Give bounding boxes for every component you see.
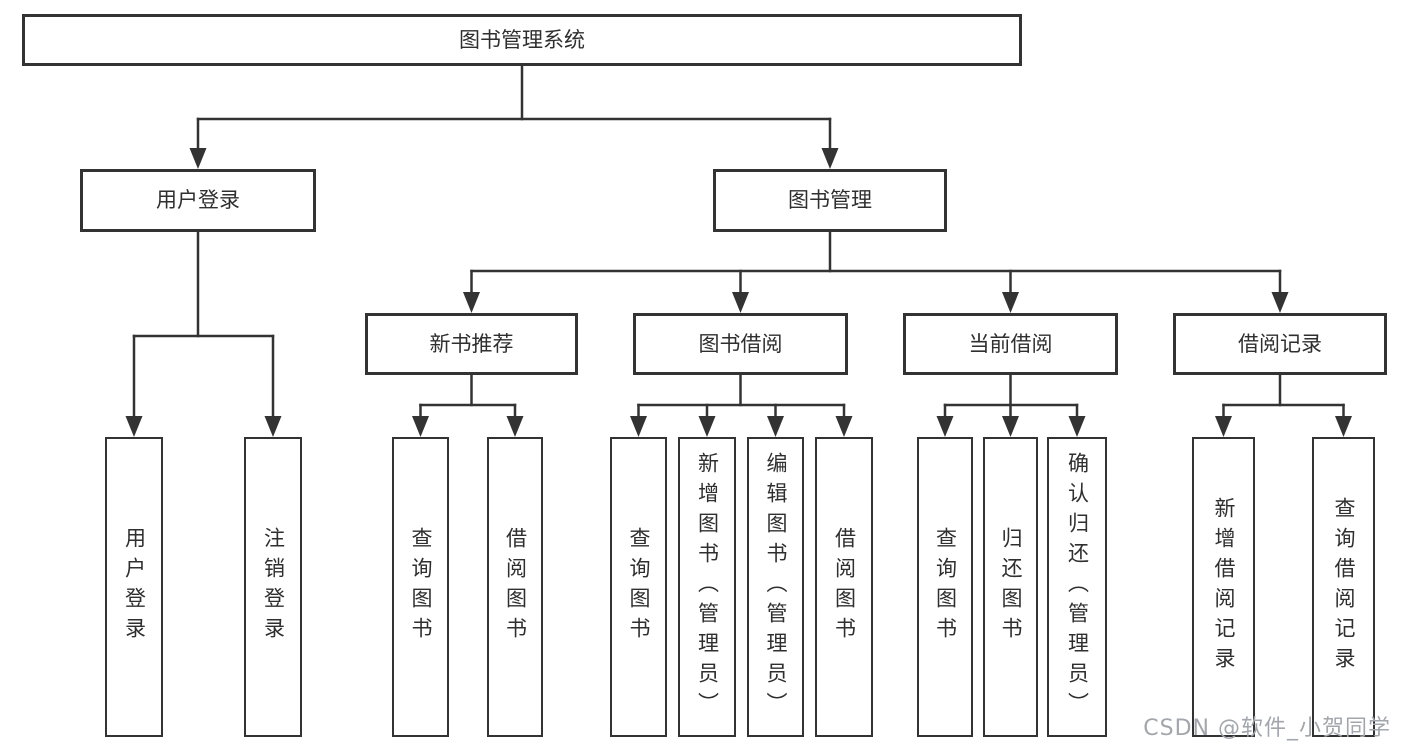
connector-borrow-records-children — [1215, 373, 1352, 437]
node-label: 图书管理 — [788, 188, 872, 212]
node-leaf-query-books-1: 查询图书 — [392, 437, 449, 737]
node-leaf-query-books-3: 查询图书 — [917, 437, 973, 737]
node-book-borrow: 图书借阅 — [633, 313, 848, 375]
node-user-login: 用户登录 — [80, 169, 316, 232]
node-label: 注销登录 — [261, 527, 286, 647]
node-label: 查询图书 — [933, 527, 958, 647]
node-label: 新书推荐 — [429, 331, 514, 356]
node-book-management: 图书管理 — [713, 169, 947, 232]
node-label: 图书管理系统 — [459, 27, 585, 52]
node-new-book-recommend: 新书推荐 — [365, 313, 578, 375]
node-leaf-borrow-books-1: 借阅图书 — [487, 437, 543, 737]
connector-book-management-to-level3 — [463, 230, 1289, 313]
connector-new-book-children — [412, 373, 524, 437]
node-leaf-borrow-books-2: 借阅图书 — [815, 437, 873, 737]
connector-current-borrow-children — [936, 373, 1086, 437]
node-leaf-edit-books-admin: 编辑图书（管理员） — [747, 437, 804, 737]
connector-root-to-level2 — [189, 64, 839, 169]
connector-book-borrow-children — [630, 373, 853, 437]
node-leaf-logout: 注销登录 — [244, 437, 302, 737]
node-label: 用户登录 — [122, 527, 147, 647]
node-leaf-confirm-return-admin: 确认归还（管理员） — [1047, 437, 1107, 737]
node-label: 借阅图书 — [503, 527, 528, 647]
node-leaf-query-books-2: 查询图书 — [610, 437, 667, 737]
node-label: 借阅记录 — [1238, 331, 1322, 356]
node-leaf-add-borrow-record: 新增借阅记录 — [1192, 437, 1255, 737]
node-label: 用户登录 — [156, 188, 240, 212]
node-label: 图书借阅 — [698, 331, 783, 356]
node-label: 借阅图书 — [832, 527, 857, 647]
node-label: 确认归还（管理员） — [1065, 452, 1090, 722]
node-label: 编辑图书（管理员） — [764, 452, 788, 722]
node-label: 当前借阅 — [968, 331, 1053, 356]
node-leaf-return-books: 归还图书 — [983, 437, 1038, 737]
node-label: 归还图书 — [999, 527, 1023, 647]
node-label: 新增借阅记录 — [1212, 497, 1236, 677]
connector-user-login-children — [125, 230, 282, 437]
node-leaf-add-books-admin: 新增图书（管理员） — [678, 437, 736, 737]
node-leaf-user-login: 用户登录 — [105, 437, 163, 737]
node-root-system: 图书管理系统 — [22, 14, 1022, 66]
node-borrow-records: 借阅记录 — [1173, 313, 1387, 375]
node-current-borrow: 当前借阅 — [903, 313, 1118, 375]
node-label: 查询借阅记录 — [1332, 497, 1356, 677]
node-label: 查询图书 — [409, 527, 433, 647]
node-label: 新增图书（管理员） — [695, 452, 720, 722]
node-label: 查询图书 — [627, 527, 651, 647]
node-leaf-query-borrow-record: 查询借阅记录 — [1312, 437, 1375, 737]
